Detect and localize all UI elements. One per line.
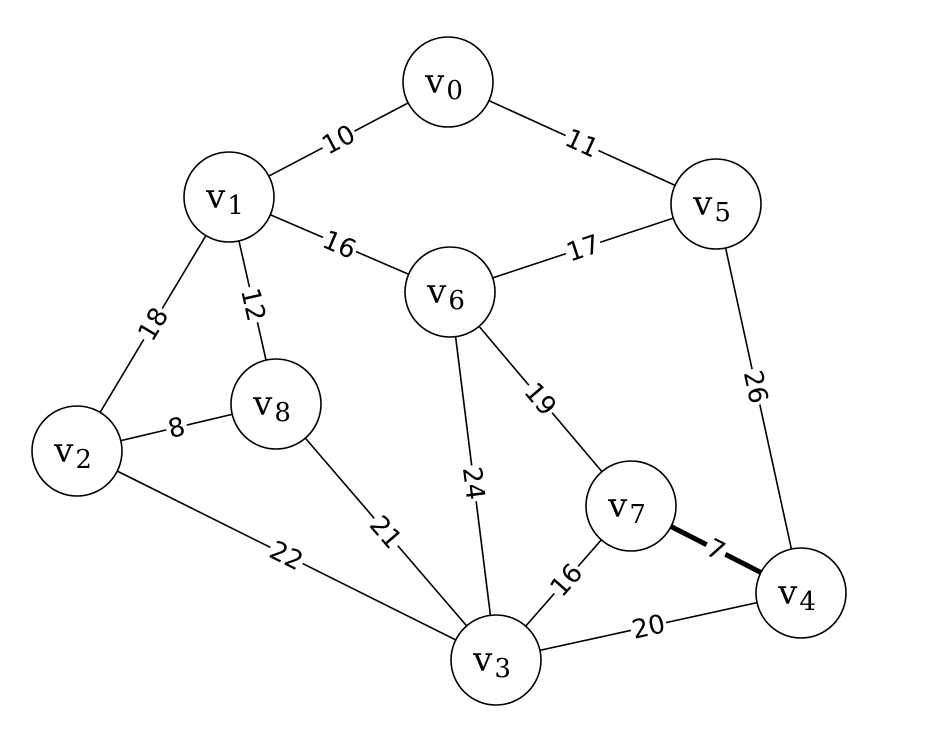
edge-weight-v5-v6: 17 (561, 229, 605, 268)
node-label-base: v (205, 177, 226, 217)
edge-weight-label: 22 (265, 536, 308, 578)
node-circle (585, 460, 677, 552)
edge-weight-v0-v1: 10 (316, 118, 361, 161)
node-label-subscript: 4 (799, 587, 816, 617)
node-label: v7 (607, 486, 646, 530)
node-circle (755, 547, 847, 639)
node-label-base: v (472, 640, 493, 680)
edge-weight-label: 18 (132, 303, 175, 347)
node-circle (183, 151, 275, 243)
edge-weight-v2-v3: 22 (264, 534, 309, 578)
node-label-subscript: 8 (274, 398, 291, 428)
node-label-subscript: 2 (75, 445, 92, 475)
node-v3: v3 (450, 614, 542, 706)
node-v7: v7 (585, 460, 677, 552)
edge-weight-v2-v8: 8 (163, 411, 190, 445)
node-label: v4 (777, 573, 816, 617)
node-label-base: v (777, 573, 798, 613)
edge-weight-v7-v4: 7 (700, 532, 732, 568)
node-v6: v6 (404, 246, 496, 338)
edge-weight-bg (561, 229, 605, 267)
edge-weight-bg (457, 463, 491, 503)
edge-weight-label: 16 (318, 225, 360, 266)
edge-weight-label: 26 (737, 368, 773, 407)
node-circle (404, 246, 496, 338)
node-v8: v8 (230, 358, 322, 450)
edge-weight-label: 11 (560, 123, 603, 164)
edge-weight-v1-v2: 18 (131, 301, 175, 347)
edge-weight-bg (235, 283, 272, 326)
edge-weight-bg (316, 118, 361, 161)
node-v5: v5 (670, 158, 762, 250)
node-v2: v2 (31, 405, 123, 497)
edge-weight-v1-v6: 16 (317, 224, 362, 266)
node-label-base: v (607, 486, 628, 526)
node-label-subscript: 0 (446, 76, 463, 106)
edge-weight-bg (131, 301, 175, 347)
edge-weight-bg (559, 122, 605, 164)
edge-weight-bg (738, 366, 774, 408)
edge-weight-label: 12 (234, 285, 271, 324)
node-label: v5 (692, 184, 731, 228)
node-label-subscript: 1 (227, 191, 244, 221)
edge-weight-label: 24 (456, 465, 490, 502)
node-label-base: v (252, 384, 273, 424)
node-label-subscript: 5 (714, 198, 731, 228)
node-label-base: v (53, 431, 74, 471)
edge-weight-v5-v4: 26 (737, 366, 774, 408)
node-label: v0 (424, 62, 463, 106)
edge-weight-label: 20 (629, 609, 668, 645)
node-circle (670, 158, 762, 250)
node-v1: v1 (183, 151, 275, 243)
node-circle (450, 614, 542, 706)
node-label-base: v (692, 184, 713, 224)
node-label-subscript: 7 (629, 500, 646, 530)
edge-weight-bg (627, 608, 670, 645)
edge-weight-bg (264, 534, 309, 577)
edge-weight-bg (163, 411, 190, 444)
edge-weight-bg (518, 376, 563, 422)
edge-weight-bg (700, 532, 732, 567)
node-label: v8 (252, 384, 291, 428)
node-circle (230, 358, 322, 450)
edge-weight-bg (363, 509, 409, 555)
node-label-base: v (424, 62, 445, 102)
node-label: v2 (53, 431, 92, 475)
edge-weight-v0-v5: 11 (559, 122, 605, 164)
node-v4: v4 (755, 547, 847, 639)
node-label: v3 (472, 640, 511, 684)
node-label-base: v (426, 272, 447, 312)
edge-weight-bg (317, 224, 362, 265)
node-label: v1 (205, 177, 244, 221)
edge-weight-label: 10 (317, 119, 360, 161)
edge-weight-v1-v8: 12 (234, 283, 272, 326)
node-circle (31, 405, 123, 497)
edge-weight-v6-v3: 24 (456, 463, 491, 503)
node-label-subscript: 6 (448, 286, 465, 316)
edge-weight-v3-v4: 20 (627, 608, 670, 646)
node-label: v6 (426, 272, 465, 316)
node-label-subscript: 3 (494, 654, 511, 684)
edge-weight-bg (543, 557, 589, 603)
node-circle (402, 36, 494, 128)
node-v0: v0 (402, 36, 494, 128)
edge-weight-label: 8 (165, 412, 188, 445)
